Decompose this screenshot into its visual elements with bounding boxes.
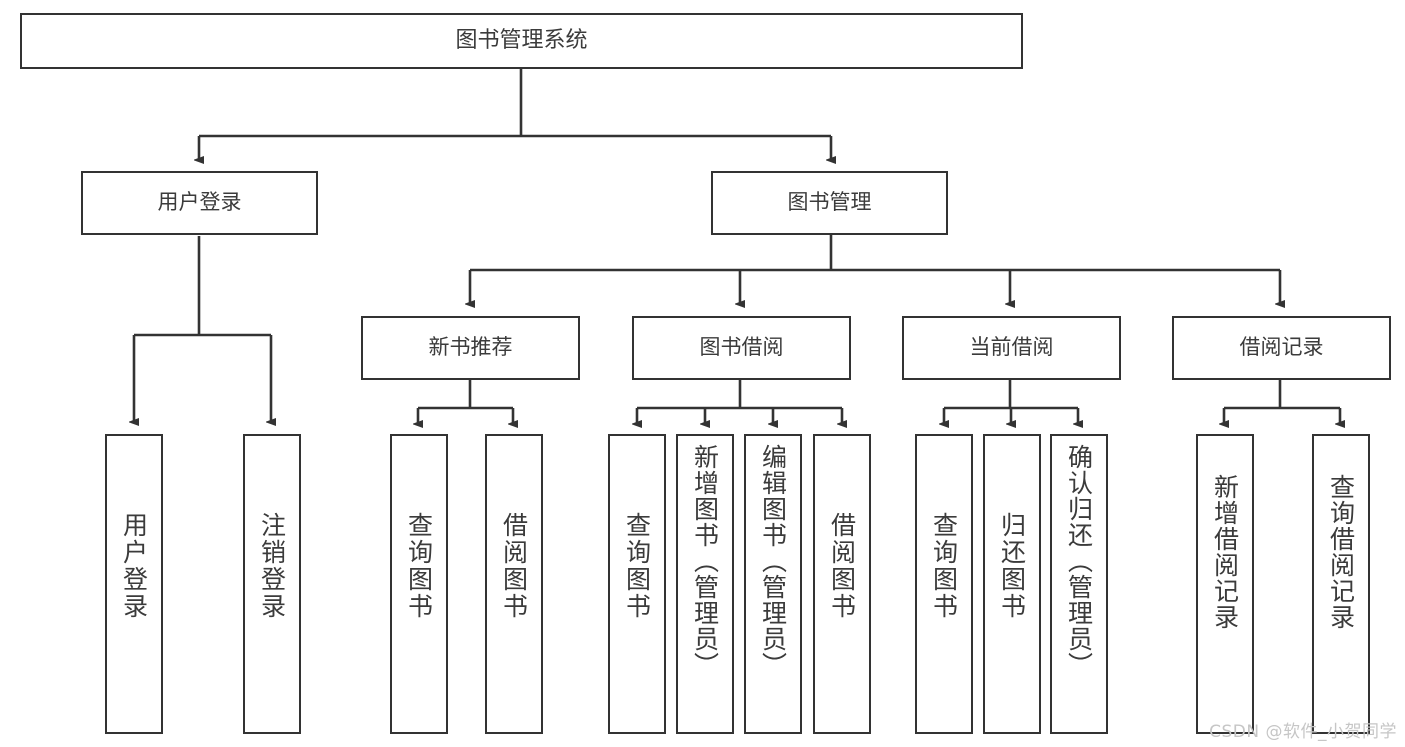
node-leaf-add-book[interactable]: 新增图书（管理员）	[676, 434, 734, 734]
node-leaf-logout[interactable]: 注销登录	[243, 434, 301, 734]
node-new-book-rec[interactable]: 新书推荐	[361, 316, 580, 380]
node-leaf-query-book-1-label: 查询图书	[404, 512, 434, 620]
node-leaf-borrow-book-2-label: 借阅图书	[827, 512, 857, 620]
node-leaf-add-record[interactable]: 新增借阅记录	[1196, 434, 1254, 734]
node-borrow-record[interactable]: 借阅记录	[1172, 316, 1391, 380]
node-user-login-label: 用户登录	[157, 190, 242, 215]
node-leaf-query-record-label: 查询借阅记录	[1326, 474, 1356, 630]
node-book-borrow-label: 图书借阅	[699, 335, 784, 360]
node-leaf-query-book-1[interactable]: 查询图书	[390, 434, 448, 734]
node-leaf-edit-book-label: 编辑图书（管理员）	[758, 444, 788, 678]
node-book-manage-label: 图书管理	[787, 190, 872, 215]
node-leaf-return-book-label: 归还图书	[997, 512, 1027, 620]
node-leaf-borrow-book-1-label: 借阅图书	[499, 512, 529, 620]
node-leaf-confirm-return-label: 确认归还（管理员）	[1064, 444, 1094, 678]
node-leaf-query-book-3-label: 查询图书	[929, 512, 959, 620]
node-leaf-query-book-2-label: 查询图书	[622, 512, 652, 620]
node-leaf-query-record[interactable]: 查询借阅记录	[1312, 434, 1370, 734]
node-leaf-logout-label: 注销登录	[257, 512, 287, 620]
node-borrow-record-label: 借阅记录	[1239, 335, 1324, 360]
node-new-book-rec-label: 新书推荐	[428, 335, 513, 360]
node-leaf-borrow-book-2[interactable]: 借阅图书	[813, 434, 871, 734]
node-root-label: 图书管理系统	[455, 27, 588, 53]
node-current-borrow-label: 当前借阅	[969, 335, 1054, 360]
node-leaf-user-login-label: 用户登录	[119, 512, 149, 620]
node-leaf-add-book-label: 新增图书（管理员）	[690, 444, 720, 678]
node-leaf-add-record-label: 新增借阅记录	[1210, 474, 1240, 630]
node-leaf-return-book[interactable]: 归还图书	[983, 434, 1041, 734]
node-root[interactable]: 图书管理系统	[20, 13, 1023, 69]
node-leaf-edit-book[interactable]: 编辑图书（管理员）	[744, 434, 802, 734]
node-book-manage[interactable]: 图书管理	[711, 171, 948, 235]
node-current-borrow[interactable]: 当前借阅	[902, 316, 1121, 380]
node-book-borrow[interactable]: 图书借阅	[632, 316, 851, 380]
node-user-login[interactable]: 用户登录	[81, 171, 318, 235]
node-leaf-borrow-book-1[interactable]: 借阅图书	[485, 434, 543, 734]
node-leaf-query-book-2[interactable]: 查询图书	[608, 434, 666, 734]
node-leaf-query-book-3[interactable]: 查询图书	[915, 434, 973, 734]
node-leaf-confirm-return[interactable]: 确认归还（管理员）	[1050, 434, 1108, 734]
node-leaf-user-login[interactable]: 用户登录	[105, 434, 163, 734]
